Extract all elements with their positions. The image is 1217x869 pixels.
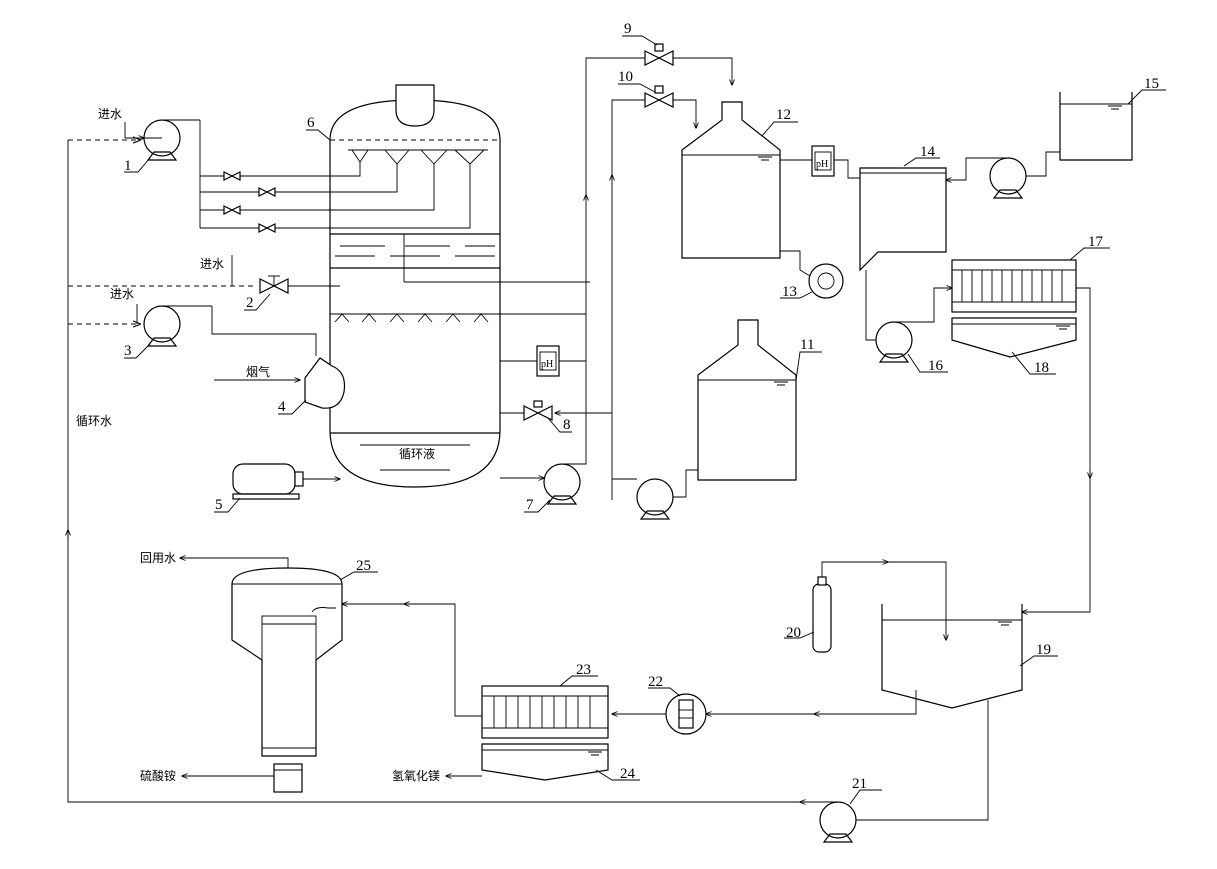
number-12: 12 bbox=[776, 107, 791, 123]
valve-8 bbox=[523, 400, 553, 421]
flue-gas-label: 烟气 bbox=[246, 364, 270, 379]
number-8: 8 bbox=[563, 417, 571, 433]
tray-18 bbox=[951, 317, 1077, 358]
fan-4 bbox=[304, 357, 346, 409]
number-6: 6 bbox=[307, 115, 315, 131]
number-23: 23 bbox=[576, 662, 591, 678]
gas-cylinder-20 bbox=[812, 576, 832, 653]
inlet-water-label-1: 进水 bbox=[98, 107, 122, 121]
number-19: 19 bbox=[1036, 642, 1051, 658]
equipment-numbers: 1 2 3 4 5 6 7 8 9 10 12 13 14 15 16 17 1… bbox=[124, 21, 1166, 805]
number-2: 2 bbox=[246, 295, 254, 311]
tray-24 bbox=[481, 743, 609, 781]
number-3: 3 bbox=[124, 343, 132, 359]
number-7: 7 bbox=[526, 497, 534, 513]
filter-press-17 bbox=[951, 259, 1077, 313]
number-20: 20 bbox=[786, 625, 801, 641]
circulating-water-label: 循环水 bbox=[76, 414, 112, 428]
valve-2 bbox=[259, 275, 289, 294]
number-4: 4 bbox=[278, 399, 286, 415]
crystallizer-25 bbox=[231, 567, 343, 793]
number-16: 16 bbox=[928, 358, 944, 374]
inlet-water-label-2: 进水 bbox=[200, 257, 224, 271]
small-valves bbox=[223, 171, 276, 233]
absorption-tower: 循环液 bbox=[329, 84, 501, 488]
magnesium-hydroxide-label: 氢氧化镁 bbox=[392, 768, 440, 783]
inlet-water-label-3: 进水 bbox=[110, 287, 134, 301]
circulating-liquid-label: 循环液 bbox=[399, 446, 435, 461]
pump-3 bbox=[143, 305, 212, 347]
number-22: 22 bbox=[648, 674, 663, 690]
number-9: 9 bbox=[624, 21, 632, 37]
pump-1 bbox=[143, 119, 200, 161]
number-14: 14 bbox=[920, 144, 936, 160]
tank-11 bbox=[697, 319, 797, 481]
pump-7 bbox=[543, 463, 581, 505]
tank-12 bbox=[681, 101, 781, 259]
ph-label-2: pH bbox=[816, 159, 828, 170]
ph-meter-2 bbox=[811, 145, 835, 177]
number-24: 24 bbox=[620, 766, 636, 782]
pump-11 bbox=[636, 478, 674, 520]
number-11: 11 bbox=[800, 337, 814, 353]
number-10: 10 bbox=[618, 69, 633, 85]
tank-15 bbox=[1059, 92, 1133, 161]
number-1: 1 bbox=[124, 158, 132, 174]
tank-19 bbox=[881, 604, 1023, 709]
ph-label-1: pH bbox=[541, 359, 553, 370]
pump-16 bbox=[875, 321, 913, 363]
tank-14 bbox=[859, 167, 947, 272]
number-17: 17 bbox=[1088, 234, 1104, 250]
ammonium-sulfate-label: 硫酸铵 bbox=[140, 768, 176, 783]
number-25: 25 bbox=[356, 558, 371, 574]
number-5: 5 bbox=[215, 497, 223, 513]
reuse-water-label: 回用水 bbox=[140, 551, 176, 565]
number-18: 18 bbox=[1034, 360, 1049, 376]
pump-22 bbox=[665, 693, 707, 735]
number-15: 15 bbox=[1144, 76, 1159, 92]
pump-21 bbox=[819, 801, 857, 843]
number-21: 21 bbox=[852, 776, 867, 792]
filter-press-23 bbox=[481, 685, 609, 739]
blower-5 bbox=[232, 463, 304, 500]
blower-13 bbox=[780, 250, 844, 299]
valve-9 bbox=[644, 43, 674, 66]
number-13: 13 bbox=[782, 284, 797, 300]
pump-feed-15 bbox=[989, 157, 1027, 199]
